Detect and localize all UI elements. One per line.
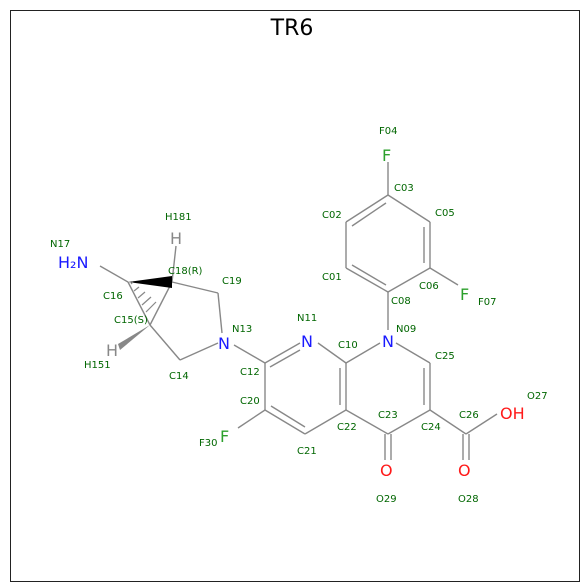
label-o29: O29 <box>376 494 397 505</box>
label-h151: H151 <box>84 360 111 371</box>
label-n09: N09 <box>396 324 416 335</box>
label-c05: C05 <box>435 208 455 219</box>
bond-n13-c19 <box>217 292 223 334</box>
atom-labels: F04 C03 C02 C05 C01 C06 F07 C08 N09 C25 … <box>50 126 548 505</box>
label-c08: C08 <box>391 296 411 307</box>
bond-c02-c03-inner <box>351 202 387 227</box>
atom-o29: O <box>380 461 393 480</box>
label-c19: C19 <box>222 276 242 287</box>
wedge-bond-c15-h151 <box>118 325 150 350</box>
bond-c24-c26 <box>429 409 467 435</box>
bond-c08-c01-inner <box>351 264 387 286</box>
bond-c14-c15 <box>149 324 181 361</box>
label-f04: F04 <box>379 126 397 137</box>
bond-c20-c21 <box>264 409 306 435</box>
label-n11: N11 <box>297 313 317 324</box>
bond-c03-c05 <box>387 194 431 223</box>
bond-c10-n09 <box>345 342 381 364</box>
hash-bond-c16-c15 <box>130 281 157 313</box>
bond-c21-c22 <box>304 409 347 435</box>
label-c18r: C18(R) <box>168 266 203 277</box>
molecule-title: TR6 <box>270 16 314 41</box>
bond-c24-c23 <box>387 409 431 435</box>
label-c15s: C15(S) <box>114 315 148 326</box>
bond-c12-n13 <box>233 344 266 364</box>
label-c16: C16 <box>103 291 123 302</box>
bond-n11-c12-inner <box>269 349 301 368</box>
label-c12: C12 <box>240 367 260 378</box>
wedge-bond-c16-c18 <box>128 276 172 288</box>
atom-h181: H <box>170 229 182 248</box>
label-c14: C14 <box>169 371 189 382</box>
bond-c02-c03 <box>345 194 389 223</box>
label-c21: C21 <box>297 446 317 457</box>
label-f07: F07 <box>478 297 496 308</box>
bond-c10-n11 <box>317 342 347 364</box>
atom-h151: H <box>106 341 118 360</box>
label-n13: N13 <box>232 324 252 335</box>
bond-c18-h181 <box>171 245 177 283</box>
bond-c18-c15 <box>149 281 173 326</box>
label-c25: C25 <box>435 351 455 362</box>
bond-c16-c18-base <box>127 281 151 326</box>
atom-n11: N <box>301 332 313 351</box>
diagram-frame <box>10 10 580 582</box>
bond-c20-c21-inner <box>270 405 306 428</box>
label-o27: O27 <box>527 391 548 402</box>
atom-f04: F <box>382 146 391 165</box>
bond-n13-c14 <box>179 342 219 361</box>
label-c20: C20 <box>240 396 260 407</box>
bond-c23-c22 <box>345 409 389 435</box>
atom-n17: H₂N <box>58 253 88 272</box>
label-c26: C26 <box>459 410 479 421</box>
atom-o28: O <box>458 461 471 480</box>
atom-f30: F <box>220 427 229 446</box>
bond-n11-c12 <box>264 342 301 364</box>
bond-n09-c25 <box>395 342 431 364</box>
label-c01: C01 <box>322 272 342 283</box>
label-c22: C22 <box>337 422 357 433</box>
label-o28: O28 <box>458 494 479 505</box>
bond-c08-c01 <box>345 267 389 293</box>
atom-f07: F <box>460 285 469 304</box>
label-c02: C02 <box>322 210 342 221</box>
atom-o27: OH <box>500 404 525 423</box>
label-c10: C10 <box>338 340 358 351</box>
bonds <box>99 162 498 460</box>
label-c06: C06 <box>419 281 439 292</box>
atom-n13: N <box>218 334 230 353</box>
label-c03: C03 <box>394 183 414 194</box>
bond-c19-c18 <box>171 281 219 294</box>
label-c23: C23 <box>378 410 398 421</box>
label-f30: F30 <box>199 438 217 449</box>
bond-c20-f30 <box>237 409 266 429</box>
bond-c16-n17 <box>99 265 129 283</box>
bond-c06-c08 <box>387 267 431 293</box>
label-c24: C24 <box>421 422 441 433</box>
atom-n09: N <box>382 332 394 351</box>
label-n17: N17 <box>50 239 70 250</box>
bond-c26-o27 <box>465 413 498 435</box>
bond-c06-f07 <box>429 267 459 286</box>
label-h181: H181 <box>165 212 192 223</box>
